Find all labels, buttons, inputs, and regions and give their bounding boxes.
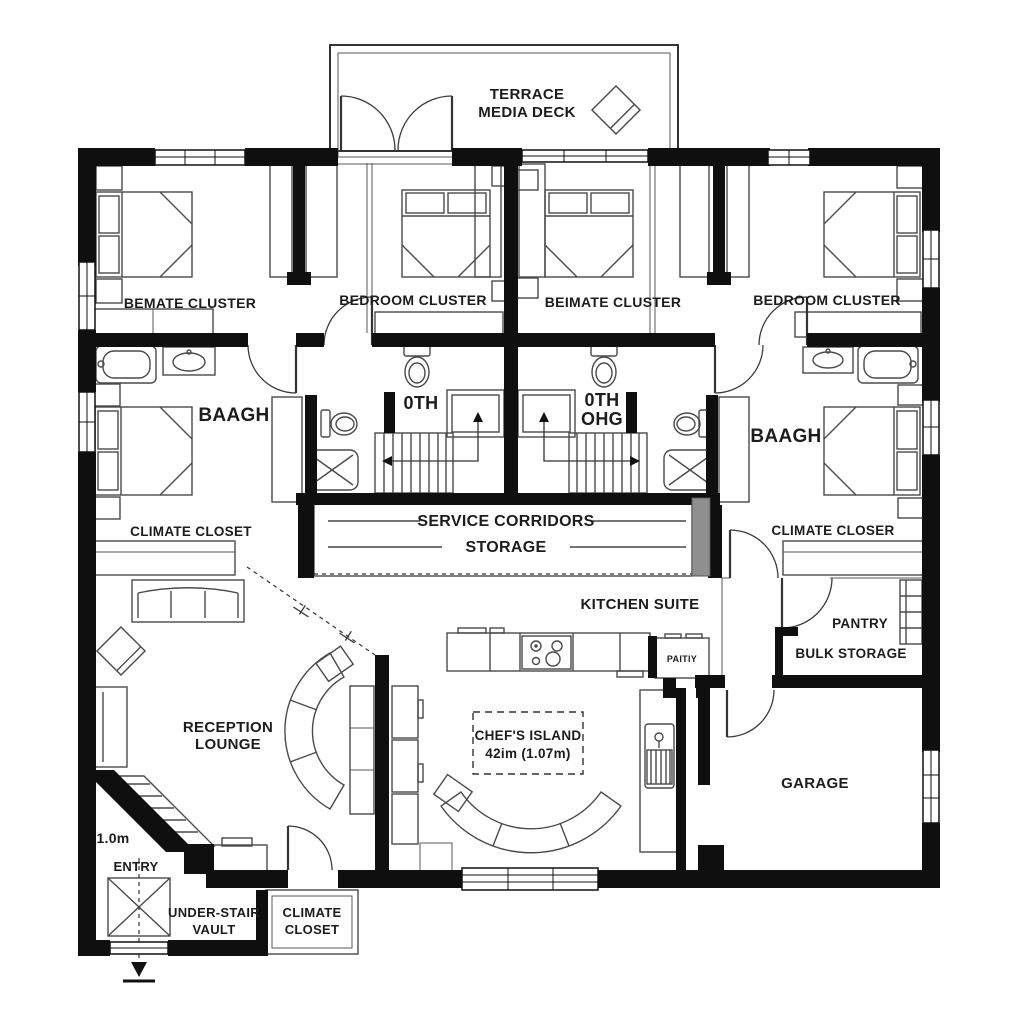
survey-tick-icon <box>339 630 355 644</box>
label-stair-width: 1.0m <box>96 830 129 846</box>
label-bedroom-far-left: BEMATE CLUSTER <box>124 295 256 311</box>
label-closet-bottom-1: CLIMATE <box>283 905 342 920</box>
label-reception-1: RECEPTION <box>183 719 273 736</box>
label-entry: ENTRY <box>113 859 158 874</box>
label-closet-right: CLIMATE CLOSER <box>771 523 894 538</box>
structural-pillar <box>691 497 711 577</box>
label-vault-2: VAULT <box>193 922 236 937</box>
bathtub-icon <box>857 345 919 384</box>
closet-strip <box>92 540 236 576</box>
label-bedroom-mid-left: BEDROOM CLUSTER <box>339 292 487 308</box>
chefs-island-outline <box>472 711 584 775</box>
label-pantry-unit: PAITIY <box>667 654 697 664</box>
toilet-icon <box>320 409 358 438</box>
label-terrace-1: TERRACE <box>490 86 565 103</box>
label-closet-bottom-2: CLOSET <box>285 922 340 937</box>
terrace-sofa-icon <box>590 84 642 136</box>
label-terrace-2: MEDIA DECK <box>478 104 575 121</box>
curved-sofa-icon <box>284 645 355 810</box>
label-reception-2: LOUNGE <box>195 736 261 753</box>
bed-icon <box>823 165 924 302</box>
toilet-icon <box>673 409 709 438</box>
label-stair-left: 0TH <box>404 393 439 413</box>
label-storage: STORAGE <box>466 539 547 556</box>
sofa-icon <box>131 579 245 623</box>
toilet-icon <box>590 345 618 388</box>
shelf-unit <box>349 685 375 815</box>
shelf-unit <box>899 579 923 645</box>
label-bulk-storage: BULK STORAGE <box>795 646 906 661</box>
toilet-icon <box>403 345 431 388</box>
stove-icon <box>521 635 572 670</box>
armchair-icon <box>95 625 147 677</box>
cabinet-column <box>391 685 424 845</box>
wardrobe <box>474 163 502 278</box>
bathtub-icon <box>95 345 157 384</box>
survey-tick-icon <box>293 604 309 618</box>
stair-arrow-icon <box>382 456 392 466</box>
kitchen-step <box>419 842 453 870</box>
sink-icon <box>162 346 216 376</box>
label-bedroom-mid-right: BEIMATE CLUSTER <box>545 294 681 310</box>
label-closet-left: CLIMATE CLOSET <box>130 524 252 539</box>
stair-arrow-icon <box>539 412 549 422</box>
wardrobe <box>679 163 710 278</box>
bed-icon <box>93 383 193 520</box>
walls <box>78 148 940 956</box>
bed-icon <box>823 384 924 519</box>
wardrobe <box>305 163 338 278</box>
banquette-icon <box>432 773 622 854</box>
label-bedroom-far-right: BEDROOM CLUSTER <box>753 292 901 308</box>
wardrobe <box>518 163 546 278</box>
staircase <box>374 389 505 494</box>
bed-icon <box>95 165 193 304</box>
wardrobe <box>718 396 750 503</box>
kitchen-sink-icon <box>639 689 679 853</box>
label-service-corridors: SERVICE CORRIDORS <box>417 513 594 530</box>
label-bath-right: BAAGH <box>750 426 821 447</box>
label-pantry-room: PANTRY <box>832 616 888 631</box>
console-icon <box>94 686 128 768</box>
sink-icon <box>802 346 854 374</box>
bed-icon <box>515 169 634 299</box>
label-chefs-island-1: CHEF'S ISLAND <box>475 728 582 743</box>
labels: TERRACE MEDIA DECK BEMATE CLUSTER BEDROO… <box>96 86 906 937</box>
label-garage: GARAGE <box>781 775 849 792</box>
zone-boundary-dashed <box>246 566 376 656</box>
service-corridor-box <box>313 497 693 577</box>
wardrobe <box>726 163 750 278</box>
label-vault-1: UNDER-STAIR <box>168 905 260 920</box>
stair-arrow-icon <box>630 456 640 466</box>
terrace-deck <box>329 44 679 158</box>
label-bath-left: BAAGH <box>198 405 269 426</box>
label-kitchen-suite: KITCHEN SUITE <box>581 596 700 613</box>
stair-arrow-icon <box>473 412 483 422</box>
label-stair-right-2: OHG <box>581 409 623 429</box>
door-swings <box>247 95 833 871</box>
windows <box>78 149 940 955</box>
label-chefs-island-2: 42im (1.07m) <box>485 746 570 761</box>
wardrobe <box>271 396 303 503</box>
closet-strip <box>782 540 931 576</box>
bed-icon <box>401 165 515 302</box>
entry-arrow-icon <box>131 962 147 977</box>
wardrobe <box>269 163 293 278</box>
label-stair-right-1: 0TH <box>585 390 620 410</box>
